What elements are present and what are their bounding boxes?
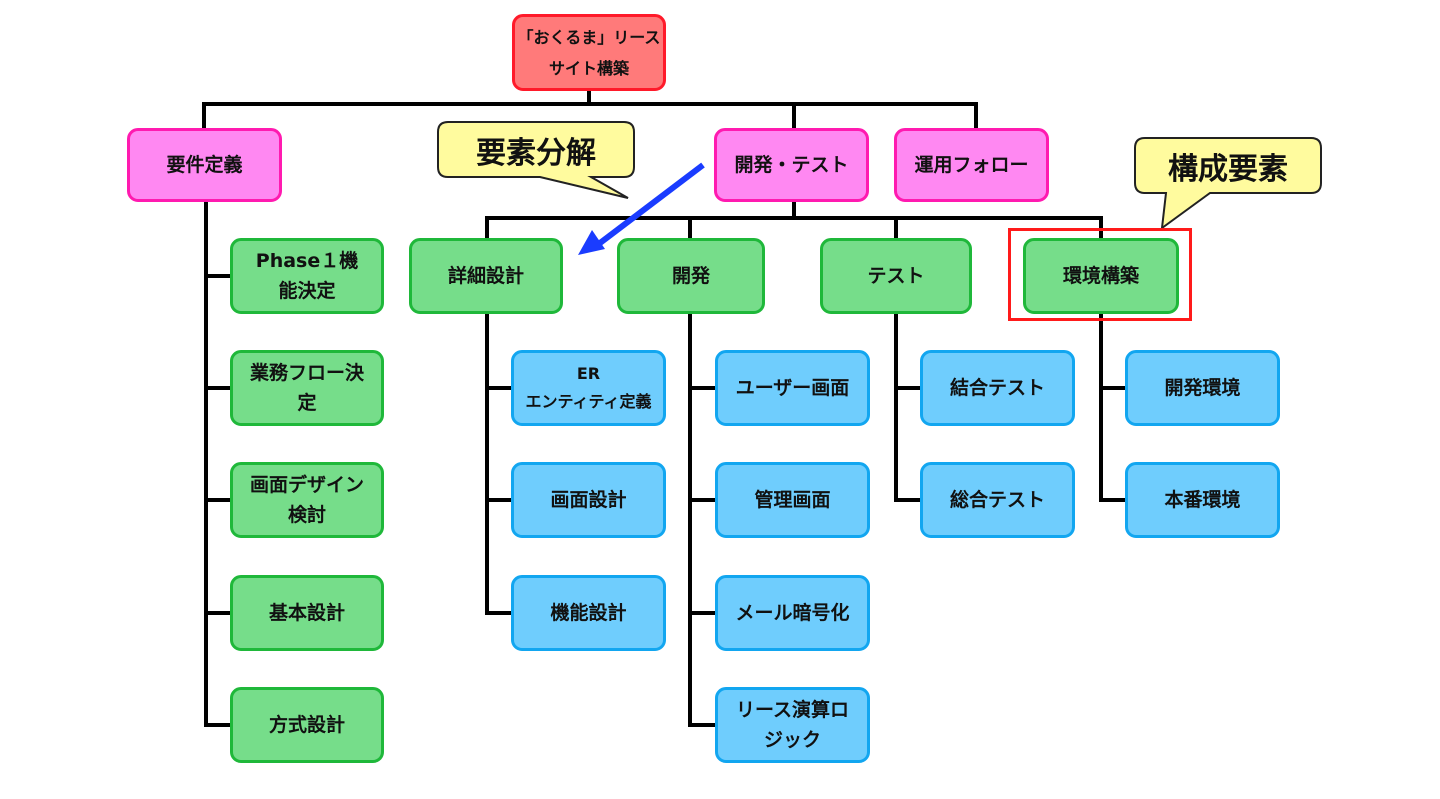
node-req[interactable]: 要件定義 xyxy=(127,128,282,202)
node-basic[interactable]: 基本設計 xyxy=(230,575,384,651)
node-integ[interactable]: 結合テスト xyxy=(920,350,1075,426)
node-label: 検討 xyxy=(287,504,326,526)
node-label: ユーザー画面 xyxy=(735,377,850,399)
node-screen[interactable]: 画面設計 xyxy=(511,462,666,538)
node-label: 「おくるま」リース xyxy=(517,27,661,47)
node-label: 詳細設計 xyxy=(447,265,524,287)
node-func[interactable]: 機能設計 xyxy=(511,575,666,651)
callout-components-bubble xyxy=(1134,137,1322,231)
node-label: リース演算ロ xyxy=(735,699,850,721)
node-label: 基本設計 xyxy=(268,602,345,624)
highlight-box xyxy=(1008,228,1192,321)
node-label: 機能設計 xyxy=(550,602,627,624)
node-label: エンティティ定義 xyxy=(525,392,652,411)
node-test[interactable]: テスト xyxy=(820,238,972,314)
node-label: テスト xyxy=(867,265,925,287)
node-label: 能決定 xyxy=(278,280,336,302)
node-label: 開発環境 xyxy=(1164,377,1241,399)
node-root[interactable]: 「おくるま」リースサイト構築 xyxy=(512,14,666,91)
node-er[interactable]: ER エンティティ定義 xyxy=(511,350,666,426)
node-mail[interactable]: メール暗号化 xyxy=(715,575,870,651)
node-label: 開発・テスト xyxy=(734,154,849,176)
node-label: 開発 xyxy=(671,265,710,287)
node-bizflow[interactable]: 業務フロー決定 xyxy=(230,350,384,426)
decomposition-arrow-icon xyxy=(578,162,705,255)
node-method[interactable]: 方式設計 xyxy=(230,687,384,763)
node-label: 結合テスト xyxy=(949,377,1045,399)
node-devenv[interactable]: 開発環境 xyxy=(1125,350,1280,426)
node-devtest[interactable]: 開発・テスト xyxy=(714,128,869,202)
node-label: サイト構築 xyxy=(548,58,629,78)
node-adminui[interactable]: 管理画面 xyxy=(715,462,870,538)
callout-decompose-bubble xyxy=(437,121,635,199)
node-ops[interactable]: 運用フォロー xyxy=(894,128,1049,202)
node-prodenv[interactable]: 本番環境 xyxy=(1125,462,1280,538)
node-dev[interactable]: 開発 xyxy=(617,238,765,314)
node-label: 定 xyxy=(297,392,317,414)
node-system[interactable]: 総合テスト xyxy=(920,462,1075,538)
node-lease[interactable]: リース演算ロジック xyxy=(715,687,870,763)
node-label: 総合テスト xyxy=(949,489,1045,511)
node-uidesign[interactable]: 画面デザイン検討 xyxy=(230,462,384,538)
node-phase1[interactable]: Phase１機能決定 xyxy=(230,238,384,314)
node-label: 画面デザイン xyxy=(249,474,364,496)
node-label: 本番環境 xyxy=(1164,489,1241,511)
node-detail[interactable]: 詳細設計 xyxy=(409,238,563,314)
node-label: 業務フロー決 xyxy=(249,362,364,384)
node-label: 方式設計 xyxy=(268,714,345,736)
node-label: 要件定義 xyxy=(166,154,243,176)
node-env[interactable]: 環境構築 xyxy=(1023,238,1179,314)
node-label: 運用フォロー xyxy=(914,154,1029,176)
callout-components: 構成要素 xyxy=(1168,151,1288,187)
node-label: メール暗号化 xyxy=(735,602,850,624)
callout-decompose: 要素分解 xyxy=(476,135,596,171)
node-label: Phase１機 xyxy=(255,250,359,272)
node-userui[interactable]: ユーザー画面 xyxy=(715,350,870,426)
node-label: 環境構築 xyxy=(1062,265,1139,287)
node-label: 画面設計 xyxy=(550,489,627,511)
node-label: ER xyxy=(576,364,601,383)
node-label: ジック xyxy=(763,729,821,751)
node-label: 管理画面 xyxy=(754,489,831,511)
